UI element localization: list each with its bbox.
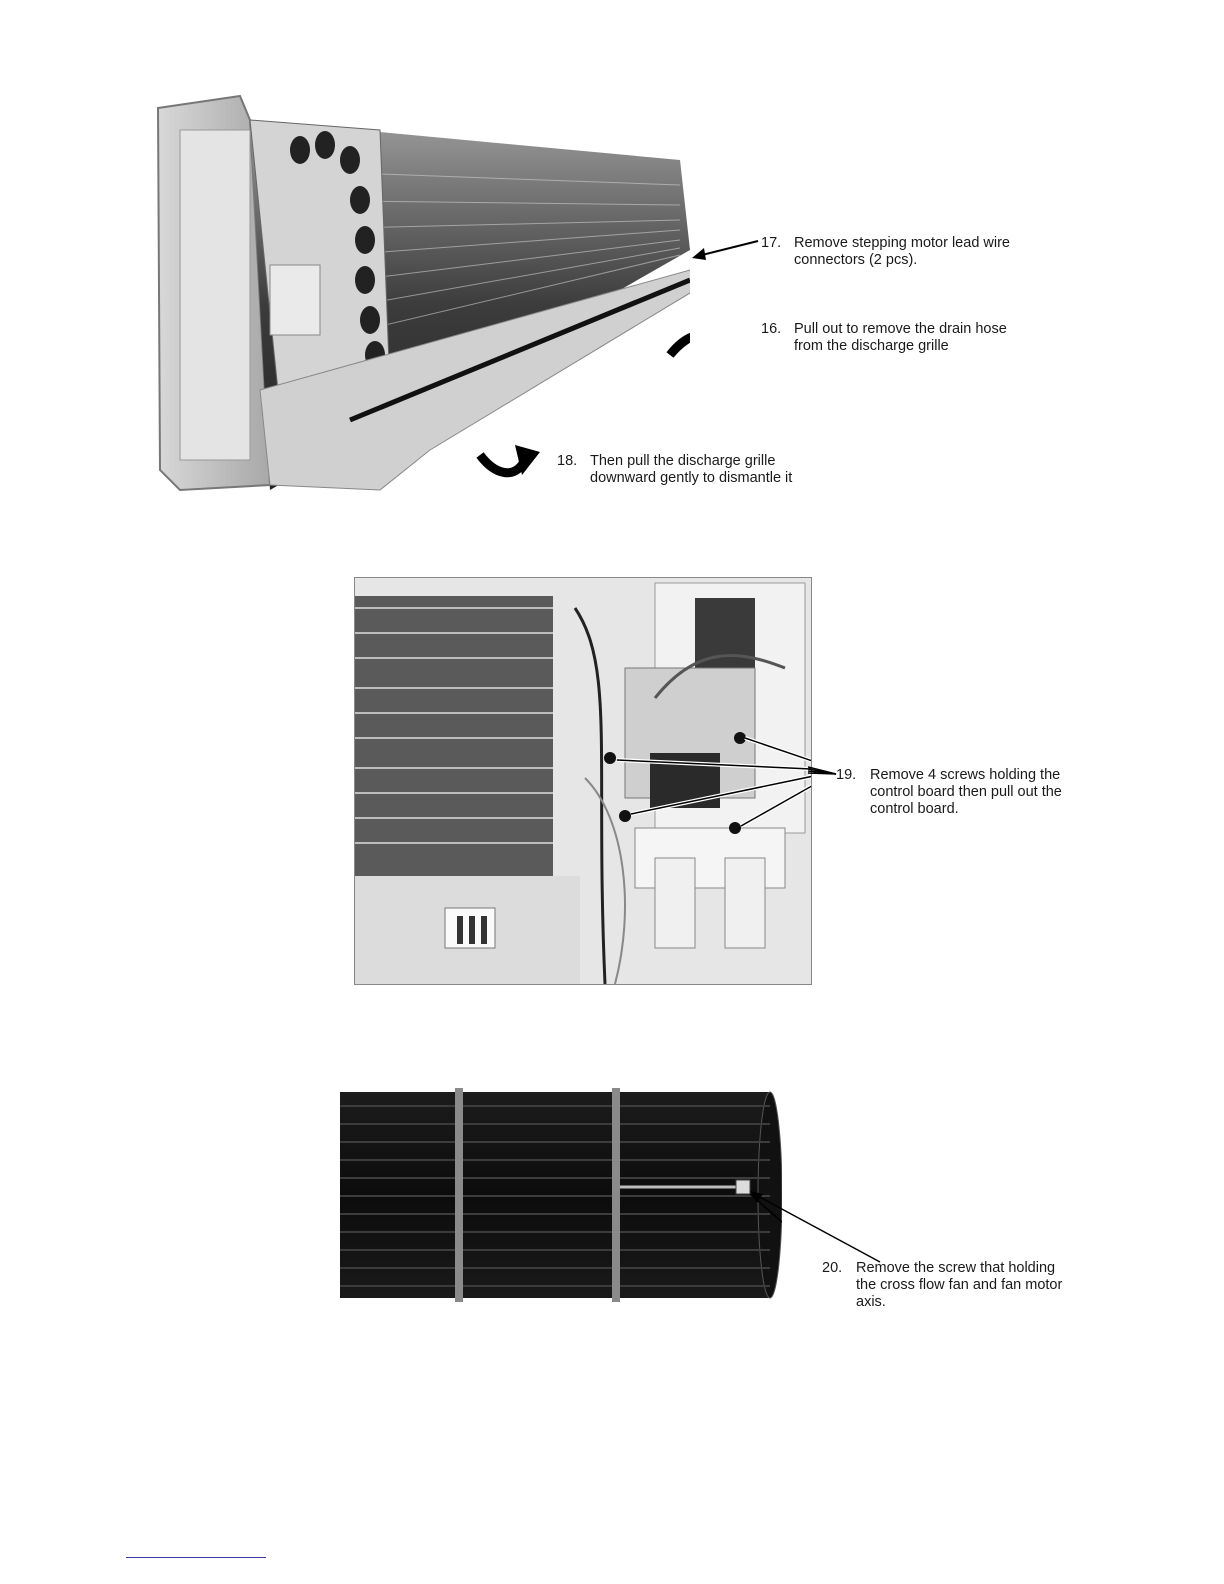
step-19-pointer-lines xyxy=(808,766,837,775)
footer-rule xyxy=(126,1557,266,1558)
step-19-number: 19. xyxy=(836,767,857,783)
step-18-number: 18. xyxy=(557,453,578,469)
step-16-text: Pull out to remove the drain hose from t… xyxy=(794,321,1007,354)
cross-flow-fan-photo xyxy=(340,1088,782,1302)
step-17: 17. Remove stepping motor lead wire conn… xyxy=(761,235,1010,269)
step-18: 18. Then pull the discharge grille downw… xyxy=(557,453,792,487)
step-20-pointer-arrow xyxy=(750,1191,881,1263)
step-20: 20. Remove the screw that holding the cr… xyxy=(822,1260,1062,1311)
step-17-number: 17. xyxy=(761,235,782,251)
step-19-text: Remove 4 screws holding the control boar… xyxy=(870,767,1062,817)
control-board-photo xyxy=(354,577,812,985)
indoor-unit-photo xyxy=(150,90,690,495)
step-17-text: Remove stepping motor lead wire connecto… xyxy=(794,235,1010,268)
step-20-number: 20. xyxy=(822,1260,843,1276)
step-17-pointer-arrow xyxy=(692,240,759,260)
step-20-text: Remove the screw that holding the cross … xyxy=(856,1260,1063,1310)
step-16-number: 16. xyxy=(761,321,782,337)
step-19: 19. Remove 4 screws holding the control … xyxy=(836,767,1062,818)
step-18-text: Then pull the discharge grille downward … xyxy=(590,453,793,486)
step-16: 16. Pull out to remove the drain hose fr… xyxy=(761,321,1007,355)
